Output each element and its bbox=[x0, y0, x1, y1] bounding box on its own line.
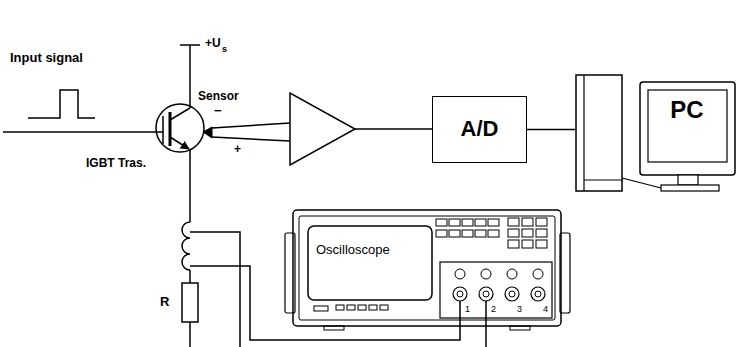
scope-key bbox=[522, 240, 533, 248]
scope-key bbox=[508, 229, 519, 237]
scope-key bbox=[508, 240, 519, 248]
scope-knob bbox=[507, 269, 517, 279]
scope-button bbox=[380, 305, 388, 310]
node-text: PC bbox=[670, 96, 703, 125]
channel-number: 2 bbox=[491, 304, 496, 315]
scope-button bbox=[488, 219, 499, 226]
scope-buttons bbox=[336, 218, 547, 310]
polarity-sign: + bbox=[234, 142, 241, 156]
monitor-base bbox=[661, 185, 719, 191]
signal-label: Input signal bbox=[10, 50, 83, 66]
bnc-pin bbox=[457, 291, 463, 297]
bnc-pin bbox=[509, 291, 515, 297]
probe-wire bbox=[485, 301, 487, 347]
scope-foot bbox=[510, 326, 530, 330]
scope-key bbox=[536, 240, 547, 248]
signal-wire bbox=[355, 128, 432, 130]
converter-box: A/D bbox=[432, 96, 527, 163]
scope-key bbox=[522, 218, 533, 226]
scope-key bbox=[508, 218, 519, 226]
scope-knobs bbox=[453, 269, 545, 301]
part-label: IGBT Tras. bbox=[86, 156, 146, 170]
bnc-connector bbox=[479, 287, 493, 301]
sensor-label: Sensor bbox=[198, 89, 239, 103]
amplifier-symbol bbox=[290, 93, 355, 165]
scope-key bbox=[536, 229, 547, 237]
part-label: R bbox=[160, 294, 169, 310]
scope-button bbox=[488, 230, 499, 237]
scope-button bbox=[347, 305, 355, 310]
resistor-symbol bbox=[182, 283, 198, 322]
igbt-channel bbox=[169, 112, 172, 146]
bnc-pin bbox=[483, 291, 489, 297]
supply-subscript: s bbox=[222, 44, 227, 55]
pc-tower-side bbox=[583, 75, 584, 191]
channel-number: 3 bbox=[517, 304, 522, 315]
scope-screen bbox=[308, 226, 432, 300]
emitter-wire bbox=[189, 149, 191, 222]
monitor-frame bbox=[640, 82, 735, 175]
scope-bezel bbox=[299, 216, 555, 320]
pc-cable bbox=[622, 178, 661, 188]
polarity-sign: − bbox=[214, 103, 222, 119]
bnc-connector bbox=[453, 287, 467, 301]
scope-key bbox=[536, 218, 547, 226]
signal-connector bbox=[527, 129, 575, 131]
node-text: A/D bbox=[461, 116, 499, 142]
pulse-symbol bbox=[28, 90, 95, 118]
scope-button bbox=[358, 305, 366, 310]
channel-number: 1 bbox=[465, 304, 470, 315]
igbt-circle bbox=[156, 104, 204, 152]
scope-button bbox=[436, 230, 447, 237]
scope-knob bbox=[481, 269, 491, 279]
probe-wire bbox=[190, 266, 460, 340]
bnc-connector bbox=[505, 287, 519, 301]
probe-wire bbox=[190, 232, 240, 347]
coil-wire bbox=[189, 270, 191, 283]
channel-number: 4 bbox=[543, 304, 548, 315]
pc-tower bbox=[576, 75, 622, 191]
scope-button bbox=[462, 219, 473, 226]
bnc-connector bbox=[531, 287, 545, 301]
igbt-gate bbox=[162, 116, 164, 144]
pc-tower-base bbox=[584, 179, 622, 180]
oscilloscope-node: Oscilloscope bbox=[284, 208, 572, 332]
scope-button bbox=[449, 219, 460, 226]
scope-knob bbox=[455, 269, 465, 279]
scope-slot bbox=[314, 306, 328, 311]
computer-node: PC bbox=[575, 74, 738, 194]
scope-input-panel bbox=[440, 262, 552, 318]
scope-button bbox=[436, 219, 447, 226]
scope-key bbox=[522, 229, 533, 237]
supply-wire bbox=[189, 45, 191, 108]
scope-button bbox=[475, 219, 486, 226]
scope-button bbox=[369, 305, 377, 310]
sensor-lead bbox=[212, 137, 290, 141]
igbt-collector bbox=[170, 108, 190, 120]
scope-button bbox=[475, 230, 486, 237]
node-text: Oscilloscope bbox=[316, 242, 390, 258]
bnc-pin bbox=[535, 291, 541, 297]
igbt-emitter bbox=[170, 137, 189, 149]
gate-wire bbox=[3, 131, 163, 133]
computer-illustration bbox=[575, 74, 738, 194]
supply-terminal bbox=[180, 44, 200, 46]
scope-button bbox=[462, 230, 473, 237]
monitor-stand bbox=[678, 175, 698, 185]
scope-button bbox=[336, 305, 344, 310]
scope-knob bbox=[533, 269, 543, 279]
oscilloscope-illustration bbox=[284, 208, 572, 332]
coil-symbol bbox=[182, 222, 190, 270]
ground-wire bbox=[189, 322, 191, 347]
sensor-tip bbox=[203, 127, 212, 138]
scope-foot bbox=[324, 326, 344, 330]
scope-button bbox=[449, 230, 460, 237]
monitor-screen bbox=[648, 90, 727, 162]
sensor-lead bbox=[212, 123, 290, 128]
scope-body bbox=[293, 210, 561, 326]
supply-label: +U bbox=[205, 36, 221, 50]
